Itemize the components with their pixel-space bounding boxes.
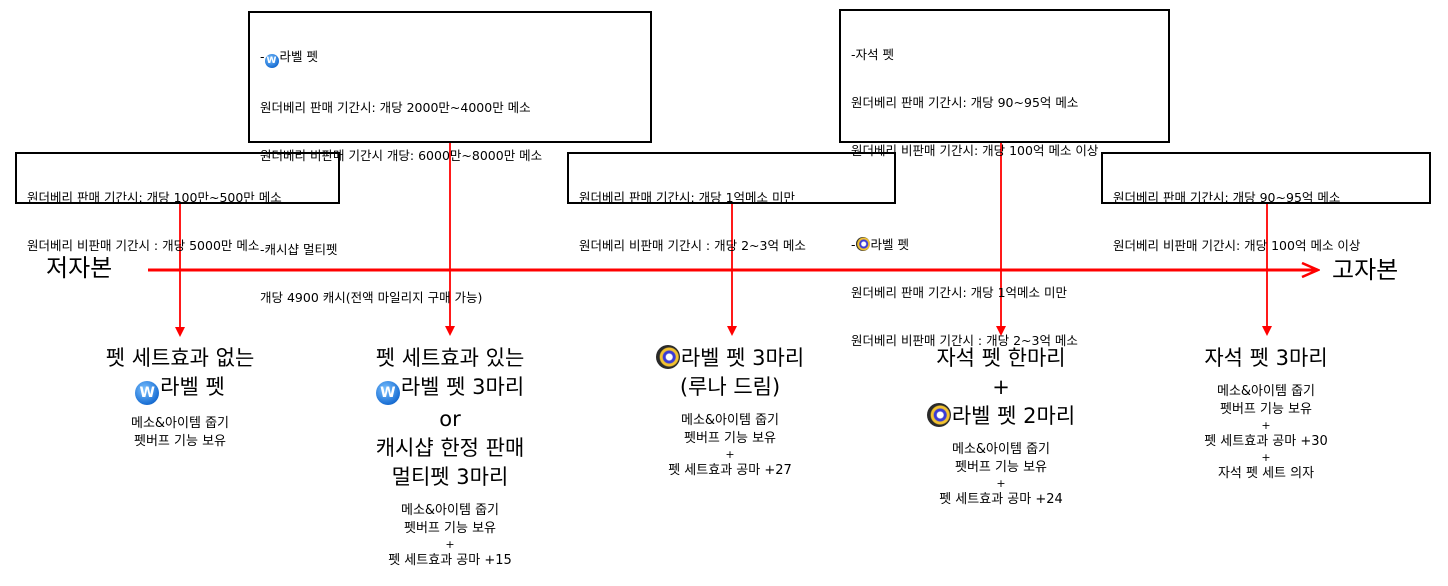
price-line: 원더베리 판매 기간시: 개당 2000만~4000만 메소 <box>260 100 531 115</box>
label-pet-icon: W <box>375 381 400 405</box>
price-box-1: 원더베리 판매 기간시: 개당 100만~500만 메소 원더베리 비판매 기간… <box>15 152 340 253</box>
tier-4: 자석 펫 한마리 + 라벨 펫 2마리 메소&아이템 줍기 펫버프 기능 보유 … <box>861 344 1141 509</box>
price-line: 원더베리 비판매 기간시: 개당 100억 메소 이상 <box>1113 238 1361 253</box>
tier-3: 라벨 펫 3마리 (루나 드림) 메소&아이템 줍기 펫버프 기능 보유 + 펫… <box>590 344 870 480</box>
tier-5: 자석 펫 3마리 메소&아이템 줍기 펫버프 기능 보유 + 펫 세트효과 공마… <box>1126 344 1406 483</box>
luna-dream-pet-icon <box>926 403 951 427</box>
tier-description: 메소&아이템 줍기 펫버프 기능 보유 + 펫 세트효과 공마 +15 <box>388 503 512 568</box>
price-line: 원더베리 판매 기간시: 개당 1억메소 미만 <box>579 190 796 205</box>
price-box-5: 원더베리 판매 기간시: 개당 90~95억 메소 원더베리 비판매 기간시: … <box>1101 152 1431 253</box>
tier-title: 라벨 펫 3마리 (루나 드림) <box>590 344 870 402</box>
tier-description: 메소&아이템 줍기 펫버프 기능 보유 + 펫 세트효과 공마 +27 <box>668 413 792 478</box>
luna-dream-pet-icon <box>855 237 870 251</box>
price-line: 원더베리 비판매 기간시 : 개당 5000만 메소 <box>27 238 260 253</box>
low-capital-label: 저자본 <box>46 254 113 282</box>
tier-description: 메소&아이템 줍기 펫버프 기능 보유 + 펫 세트효과 공마 +24 <box>939 442 1063 507</box>
price-box-3: 원더베리 판매 기간시: 개당 1억메소 미만 원더베리 비판매 기간시 : 개… <box>567 152 896 253</box>
label-pet-icon: W <box>264 54 279 68</box>
high-capital-label: 고자본 <box>1332 256 1399 284</box>
price-line: 원더베리 비판매 기간시 : 개당 2~3억 메소 <box>851 333 1078 348</box>
price-line: 원더베리 판매 기간시: 개당 1억메소 미만 <box>851 285 1068 300</box>
luna-pet-heading: -라벨 펫 <box>851 237 909 252</box>
label-pet-icon: W <box>135 381 160 405</box>
price-line: 원더베리 비판매 기간시 개당: 6000만~8000만 메소 <box>260 148 543 163</box>
tier-description: 메소&아이템 줍기 펫버프 기능 보유 + 펫 세트효과 공마 +30 + 자석… <box>1204 384 1328 481</box>
luna-dream-pet-icon <box>655 345 680 369</box>
tier-title: 자석 펫 3마리 <box>1204 346 1328 370</box>
tier-description: 메소&아이템 줍기 펫버프 기능 보유 <box>131 416 229 449</box>
magnet-pet-heading: -자석 펫 <box>851 47 894 62</box>
price-line: 원더베리 비판매 기간시: 개당 100억 메소 이상 <box>851 143 1099 158</box>
price-box-4: -자석 펫 원더베리 판매 기간시: 개당 90~95억 메소 원더베리 비판매… <box>839 9 1170 348</box>
price-line: 원더베리 판매 기간시: 개당 90~95억 메소 <box>1113 190 1341 205</box>
price-line: 원더베리 판매 기간시: 개당 100만~500만 메소 <box>27 190 282 205</box>
price-line: 개당 4900 캐시(전액 마일리지 구매 가능) <box>260 290 483 305</box>
price-line: 원더베리 판매 기간시: 개당 90~95억 메소 <box>851 95 1079 110</box>
multipet-heading: -캐시샵 멀티펫 <box>260 242 338 257</box>
tier-title: 자석 펫 한마리 + 라벨 펫 2마리 <box>861 344 1141 431</box>
price-line: 원더베리 비판매 기간시 : 개당 2~3억 메소 <box>579 238 806 253</box>
